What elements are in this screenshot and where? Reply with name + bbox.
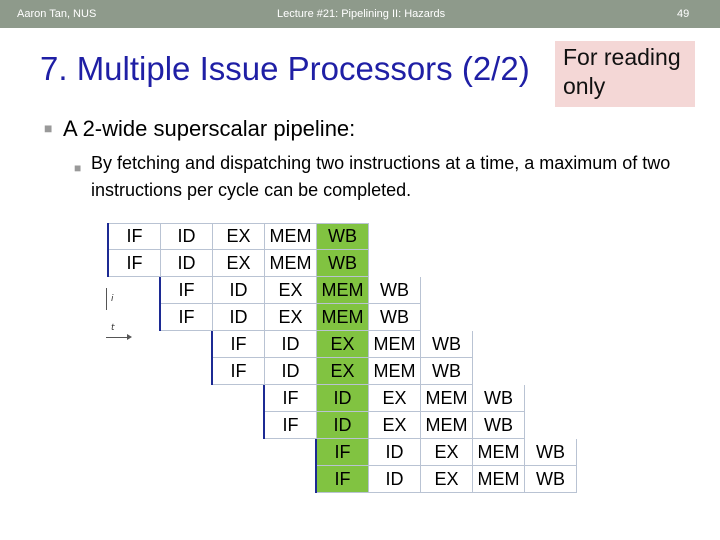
time-axis-label: t: [111, 323, 115, 333]
row-left-border: [159, 304, 161, 331]
pipeline-cell-mem: MEM: [369, 331, 421, 358]
pipeline-cell-mem: MEM: [317, 304, 369, 331]
pipeline-cell-ex: EX: [317, 331, 369, 358]
row-left-border: [263, 385, 265, 412]
page-number: 49: [677, 8, 690, 20]
author-label: Aaron Tan, NUS: [17, 8, 97, 20]
time-axis-arrow: [106, 334, 132, 340]
pipeline-cell-wb: WB: [525, 439, 577, 466]
bullet-level-1: ■ A 2-wide superscalar pipeline:: [44, 116, 356, 142]
bullet-level-2: ■ By fetching and dispatching two instru…: [74, 150, 674, 204]
pipeline-cell-id: ID: [213, 304, 265, 331]
bullet-level-2-text: By fetching and dispatching two instruct…: [91, 153, 671, 200]
pipeline-cell-id: ID: [161, 223, 213, 250]
pipeline-cell-mem: MEM: [317, 277, 369, 304]
pipeline-cell-wb: WB: [473, 385, 525, 412]
pipeline-cell-if: IF: [213, 358, 265, 385]
pipeline-cell-id: ID: [265, 331, 317, 358]
pipeline-cell-if: IF: [265, 412, 317, 439]
row-left-border: [263, 412, 265, 439]
lecture-label: Lecture #21: Pipelining II: Hazards: [277, 8, 446, 20]
slide-title: 7. Multiple Issue Processors (2/2): [40, 50, 530, 87]
instruction-axis-label: i: [111, 294, 114, 304]
pipeline-cell-ex: EX: [265, 304, 317, 331]
pipeline-cell-if: IF: [317, 466, 369, 493]
row-left-border: [107, 250, 109, 277]
row-left-border: [159, 277, 161, 304]
pipeline-cell-ex: EX: [369, 412, 421, 439]
pipeline-cell-ex: EX: [369, 385, 421, 412]
pipeline-cell-mem: MEM: [473, 466, 525, 493]
instruction-axis-arrow: [106, 288, 107, 310]
pipeline-cell-if: IF: [109, 250, 161, 277]
pipeline-cell-mem: MEM: [473, 439, 525, 466]
pipeline-cell-id: ID: [369, 466, 421, 493]
pipeline-cell-wb: WB: [525, 466, 577, 493]
pipeline-cell-wb: WB: [421, 331, 473, 358]
pipeline-cell-id: ID: [161, 250, 213, 277]
pipeline-cell-id: ID: [317, 412, 369, 439]
pipeline-cell-mem: MEM: [265, 250, 317, 277]
pipeline-cell-if: IF: [161, 304, 213, 331]
grid-top-border: [109, 223, 369, 224]
row-left-border: [315, 466, 317, 493]
pipeline-cell-wb: WB: [369, 304, 421, 331]
pipeline-cell-wb: WB: [473, 412, 525, 439]
pipeline-cell-if: IF: [109, 223, 161, 250]
slide-header-bar: Aaron Tan, NUS Lecture #21: Pipelining I…: [0, 0, 720, 28]
pipeline-cell-wb: WB: [421, 358, 473, 385]
row-left-border: [107, 223, 109, 250]
pipeline-cell-ex: EX: [317, 358, 369, 385]
pipeline-cell-ex: EX: [421, 466, 473, 493]
row-left-border: [211, 358, 213, 385]
bullet-square-icon: ■: [44, 120, 53, 136]
reading-note-box: For reading only: [555, 41, 695, 107]
pipeline-cell-ex: EX: [265, 277, 317, 304]
pipeline-cell-if: IF: [213, 331, 265, 358]
pipeline-cell-if: IF: [317, 439, 369, 466]
pipeline-cell-mem: MEM: [421, 412, 473, 439]
pipeline-cell-if: IF: [161, 277, 213, 304]
row-left-border: [211, 331, 213, 358]
pipeline-cell-mem: MEM: [265, 223, 317, 250]
pipeline-cell-id: ID: [265, 358, 317, 385]
pipeline-cell-id: ID: [317, 385, 369, 412]
pipeline-cell-wb: WB: [317, 223, 369, 250]
pipeline-cell-wb: WB: [369, 277, 421, 304]
bullet-square-icon: ■: [74, 161, 82, 175]
pipeline-cell-wb: WB: [317, 250, 369, 277]
pipeline-cell-id: ID: [369, 439, 421, 466]
bullet-level-1-text: A 2-wide superscalar pipeline:: [63, 116, 356, 141]
row-left-border: [315, 439, 317, 466]
pipeline-cell-mem: MEM: [369, 358, 421, 385]
pipeline-cell-ex: EX: [213, 250, 265, 277]
pipeline-cell-mem: MEM: [421, 385, 473, 412]
pipeline-cell-if: IF: [265, 385, 317, 412]
pipeline-cell-id: ID: [213, 277, 265, 304]
pipeline-cell-ex: EX: [421, 439, 473, 466]
pipeline-cell-ex: EX: [213, 223, 265, 250]
